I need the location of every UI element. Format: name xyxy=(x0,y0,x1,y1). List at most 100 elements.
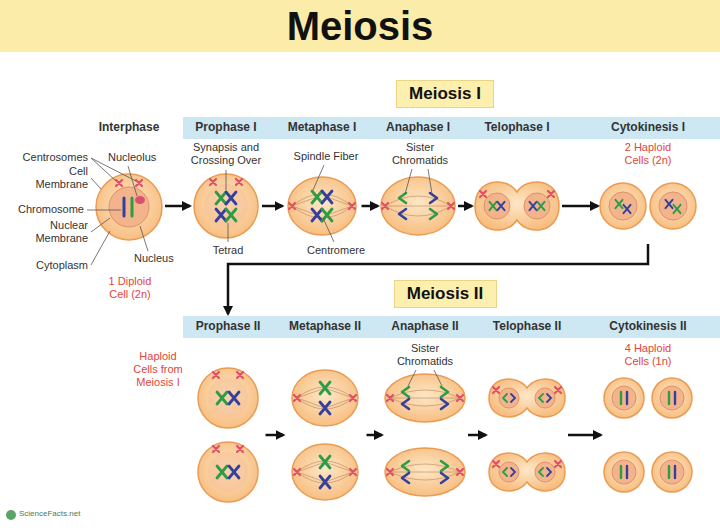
stage-arrow xyxy=(568,434,601,437)
interphase-cell xyxy=(136,180,142,186)
anaphase-ii-cells xyxy=(385,448,465,496)
cytokinesis-ii-cells xyxy=(604,378,692,492)
metaphase-ii-cells xyxy=(292,370,358,500)
metaphase-ii-cells xyxy=(292,370,358,426)
prophase-i-cell xyxy=(210,179,216,185)
telophase-i-cell xyxy=(538,202,545,210)
telophase-ii-cells xyxy=(489,379,565,417)
callout-label: Centromere xyxy=(301,244,371,257)
leader-line xyxy=(228,223,229,242)
stage-cell: Cytokinesis I xyxy=(600,117,696,242)
stage-heading: Cytokinesis I xyxy=(611,120,685,135)
telophase-i-cell xyxy=(475,182,559,230)
telophase-i-cell xyxy=(530,202,537,210)
interphase-cell xyxy=(109,187,149,227)
stage-cell: Anaphase I xyxy=(380,117,456,242)
prophase-ii-cells xyxy=(198,368,258,502)
callout-label: Spindle Fiber xyxy=(286,150,366,163)
phase-band xyxy=(183,316,720,338)
stage-heading: Telophase I xyxy=(484,120,549,135)
stage-heading: Anaphase II xyxy=(391,319,458,334)
leader-line xyxy=(408,370,442,386)
cytokinesis-i-cells xyxy=(650,183,696,229)
telophase-ii-cells xyxy=(489,379,565,491)
stage-arrow xyxy=(458,205,472,208)
callout-label: Cell Membrane xyxy=(32,165,88,191)
stage-cell: Telophase I xyxy=(474,117,560,242)
leader-line xyxy=(226,170,227,190)
stage-cell: Interphase xyxy=(95,117,163,242)
callout-label: Cytoplasm xyxy=(8,259,88,272)
cytokinesis-i-cells xyxy=(616,200,623,208)
cytokinesis-ii-cells xyxy=(604,452,692,492)
leader-line xyxy=(87,210,121,211)
metaphase-i-cell xyxy=(288,177,356,235)
metaphase-i-cell xyxy=(289,203,295,209)
callout-label: Nucleus xyxy=(134,252,184,265)
callout-label: Nuclear Membrane xyxy=(32,219,88,245)
interphase-cell xyxy=(96,174,162,240)
cytokinesis-i-cells xyxy=(674,205,681,213)
cell-count-note: 1 Diploid Cell (2n) xyxy=(102,275,158,301)
metaphase-i-cell xyxy=(312,191,322,203)
anaphase-i-cell xyxy=(381,177,455,235)
watermark: ScienceFacts.net xyxy=(19,509,119,519)
cytokinesis-i-cells xyxy=(600,183,696,229)
leader-line xyxy=(91,231,110,265)
anaphase-i-cell xyxy=(399,209,406,219)
anaphase-i-cell xyxy=(430,209,437,219)
leader-line xyxy=(313,165,324,190)
cell-count-note: 2 Haploid Cells (2n) xyxy=(616,141,680,167)
telophase-i-cell xyxy=(480,191,486,197)
stage-cell: Metaphase II xyxy=(286,316,365,505)
prophase-ii-cells xyxy=(198,442,258,502)
stage-heading: Prophase I xyxy=(195,120,256,135)
callout-label: Nucleolus xyxy=(108,151,168,164)
callout-label: Sister Chromatids xyxy=(394,342,456,368)
stage-heading: Cytokinesis II xyxy=(609,319,686,334)
phase-group-label: Meiosis II xyxy=(407,284,484,304)
stage-cell: Metaphase I xyxy=(285,117,360,242)
telophase-i-cell xyxy=(475,182,559,230)
stage-cell: Prophase I xyxy=(192,117,260,242)
callout-label: Sister Chromatids xyxy=(389,141,451,167)
cytokinesis-i-cells xyxy=(600,183,646,229)
stage-heading: Telophase II xyxy=(493,319,561,334)
leader-line xyxy=(128,166,137,196)
anaphase-i-cell xyxy=(385,196,451,216)
prophase-i-cell xyxy=(204,184,248,228)
interphase-cell xyxy=(96,174,162,240)
interphase-cell xyxy=(135,196,145,204)
logo-mark xyxy=(6,510,16,520)
prophase-i-cell xyxy=(216,209,226,221)
stage-arrow xyxy=(228,244,648,314)
interphase-cell xyxy=(131,198,134,216)
telophase-i-cell xyxy=(524,193,550,219)
interphase-cell xyxy=(116,180,122,186)
telophase-i-cell xyxy=(498,202,505,210)
metaphase-i-cell xyxy=(349,203,355,209)
cytokinesis-i-cells xyxy=(609,192,637,220)
cell-count-note: Haploid Cells from Meiosis I xyxy=(127,350,189,389)
telophase-i-cell xyxy=(484,193,510,219)
metaphase-i-cell xyxy=(288,177,356,235)
stage-cell: Prophase II xyxy=(193,316,264,505)
prophase-ii-cells xyxy=(198,368,258,428)
stage-heading: Prophase II xyxy=(196,319,261,334)
cytokinesis-i-cells xyxy=(659,192,687,220)
prophase-i-cell xyxy=(226,209,236,221)
leader-line xyxy=(405,169,432,194)
metaphase-ii-cells xyxy=(292,444,358,500)
prophase-i-cell xyxy=(216,192,226,204)
cell-count-note: 4 Haploid Cells (1n) xyxy=(616,342,680,368)
metaphase-i-cell xyxy=(312,209,322,221)
anaphase-ii-cells xyxy=(385,374,465,422)
stage-arrow xyxy=(562,205,598,208)
metaphase-i-cell xyxy=(322,191,332,203)
anaphase-i-cell xyxy=(399,193,406,203)
leader-line xyxy=(91,218,110,232)
phase-group-label: Meiosis I xyxy=(409,84,481,104)
callout-label: Centrosomes xyxy=(8,151,88,164)
